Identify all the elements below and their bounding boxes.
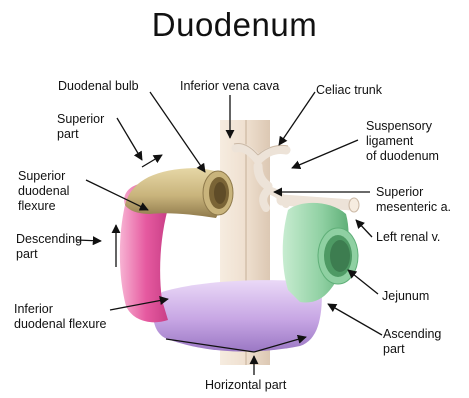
label-superior-duodenal-flexure: Superior duodenal flexure	[18, 169, 69, 214]
label-ascending-part: Ascending part	[383, 327, 441, 357]
label-descending-part: Descending part	[16, 232, 82, 262]
label-inferior-duodenal-flexure: Inferior duodenal flexure	[14, 302, 106, 332]
label-duodenal-bulb: Duodenal bulb	[58, 79, 139, 94]
label-inferior-vena-cava: Inferior vena cava	[180, 79, 279, 94]
duodenal-bulb	[203, 171, 233, 215]
label-left-renal-v: Left renal v.	[376, 230, 440, 245]
label-celiac-trunk: Celiac trunk	[316, 83, 382, 98]
label-suspensory-ligament: Suspensory ligament of duodenum	[366, 119, 439, 164]
label-horizontal-part: Horizontal part	[205, 378, 286, 393]
label-jejunum: Jejunum	[382, 289, 429, 304]
page-title: Duodenum	[0, 6, 469, 44]
label-superior-mesenteric: Superior mesenteric a.	[376, 185, 451, 215]
label-superior-part: Superior part	[57, 112, 104, 142]
jejunum	[318, 228, 358, 284]
